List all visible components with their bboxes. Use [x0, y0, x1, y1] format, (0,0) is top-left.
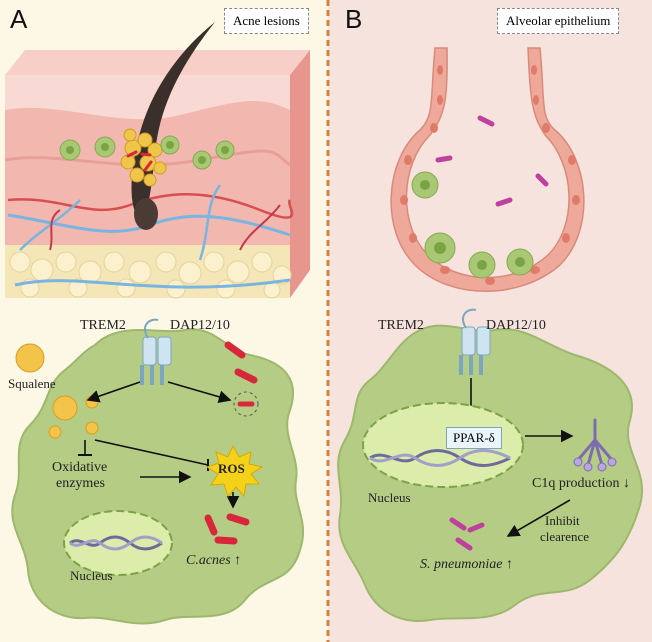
ros-burst: [205, 444, 264, 498]
panel-b-letter: B: [345, 4, 363, 34]
ppar-delta-box: PPAR-δ: [446, 427, 502, 449]
panel-a-letter: A: [10, 4, 28, 34]
panel-b-dap12-label: DAP12/10: [486, 318, 546, 333]
s-pneumoniae-intracellular: [449, 517, 485, 551]
inhibit-label: Inhibit: [545, 513, 580, 528]
oxidative-label: Oxidative: [52, 460, 108, 475]
c1q-production-label: C1q production ↓: [532, 476, 630, 491]
inhibit-squalene-ros: [94, 439, 209, 466]
c-acnes-label: C.acnes ↑: [186, 553, 242, 568]
ros-label: ROS: [218, 461, 245, 476]
c1q-complex: [576, 418, 614, 467]
c-acnes-extracellular: [224, 341, 258, 384]
alveolus-illustration: [390, 47, 585, 292]
arrow-c1q-to-clearance: [506, 499, 571, 537]
skin-macrophages: [59, 135, 235, 170]
enzymes-label: enzymes: [56, 476, 105, 491]
squalene-label: Squalene: [8, 376, 56, 391]
panel-a-nucleus: [63, 510, 173, 576]
panel-a-nucleus-label: Nucleus: [70, 568, 113, 583]
phagosome: [233, 391, 259, 417]
panel-a-dap12-label: DAP12/10: [170, 318, 230, 333]
panel-b-nucleus-label: Nucleus: [368, 490, 411, 505]
panel-a-context-tag: Acne lesions: [224, 8, 309, 34]
squalene-droplet: [15, 343, 45, 373]
arrow-trem2-to-squalene: [86, 381, 141, 403]
arrow-trem2-to-phagosome: [167, 381, 232, 404]
panel-b-context-tag: Alveolar epithelium: [497, 8, 620, 34]
panel-a-trem2-dap12-receptor: [140, 318, 172, 385]
s-pneumoniae-label: S. pneumoniae ↑: [420, 557, 513, 572]
panel-b-trem2-dap12-receptor: [459, 308, 491, 375]
clearance-label: clearence: [540, 529, 590, 544]
panel-b-dna: [369, 449, 511, 467]
skin-section-illustration: [4, 22, 310, 299]
hair-shaft: [131, 22, 215, 222]
sebum-cluster: [120, 128, 167, 187]
panel-a-trem2-label: TREM2: [80, 318, 126, 333]
c-acnes-intracellular: [204, 513, 250, 545]
panel-a-dna: [69, 535, 163, 551]
panel-b-trem2-label: TREM2: [378, 318, 424, 333]
